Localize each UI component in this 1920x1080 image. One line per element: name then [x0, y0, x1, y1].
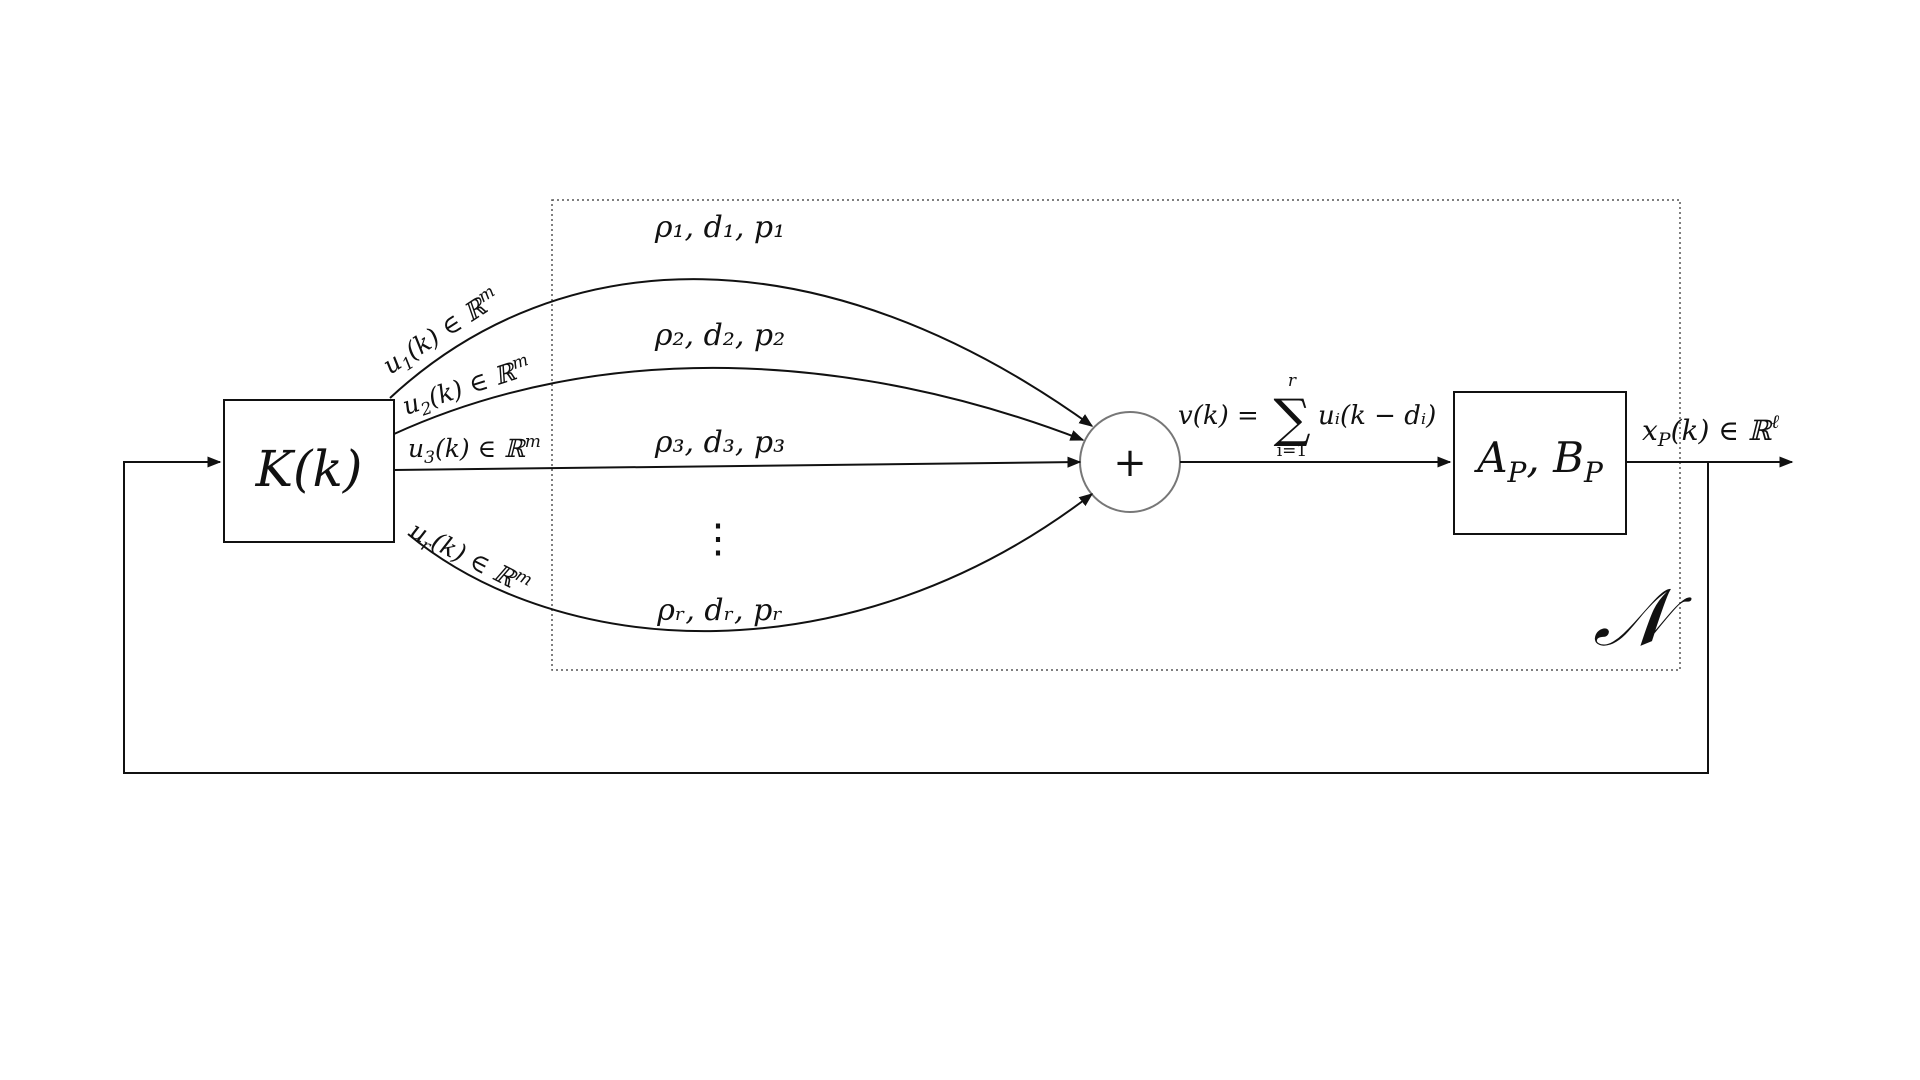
controller-block [223, 399, 395, 543]
controller-label: K(k) [255, 440, 363, 498]
sum-equation-rhs: uᵢ(k − dᵢ) [1318, 401, 1436, 431]
channel-1-params: ρ₁, d₁, p₁ [654, 210, 785, 245]
summing-junction-symbol: + [1113, 440, 1147, 486]
channel-r-path [407, 493, 1094, 633]
sum-equation-sigma: ∑ [1273, 389, 1310, 449]
sum-equation-upper: r [1288, 371, 1297, 391]
channel-ellipsis: ⋮ [698, 516, 738, 562]
network-boundary [551, 199, 1681, 671]
sum-equation-lhs: v(k) = [1178, 401, 1259, 431]
channel-1-path [389, 278, 1094, 427]
network-label: 𝒩 [1593, 571, 1692, 664]
plant-block [1453, 391, 1627, 535]
channel-r-input-label: ur(k) ∈ ℝm [403, 514, 535, 605]
feedback-path [123, 456, 1709, 774]
plant-label: AP, BP [1473, 433, 1604, 489]
channel-r-params: ρᵣ, dᵣ, pᵣ [656, 593, 782, 628]
channel-3-input-label: u3(k) ∈ ℝm [408, 432, 541, 468]
channel-2-path [393, 366, 1085, 441]
sum-equation-lower: i=1 [1277, 441, 1308, 461]
channel-3-params: ρ₃, d₃, p₃ [654, 425, 785, 460]
channel-3-path [393, 456, 1082, 471]
channel-2-params: ρ₂, d₂, p₂ [654, 318, 785, 353]
output-label: xP(k) ∈ ℝℓ [1642, 411, 1779, 451]
